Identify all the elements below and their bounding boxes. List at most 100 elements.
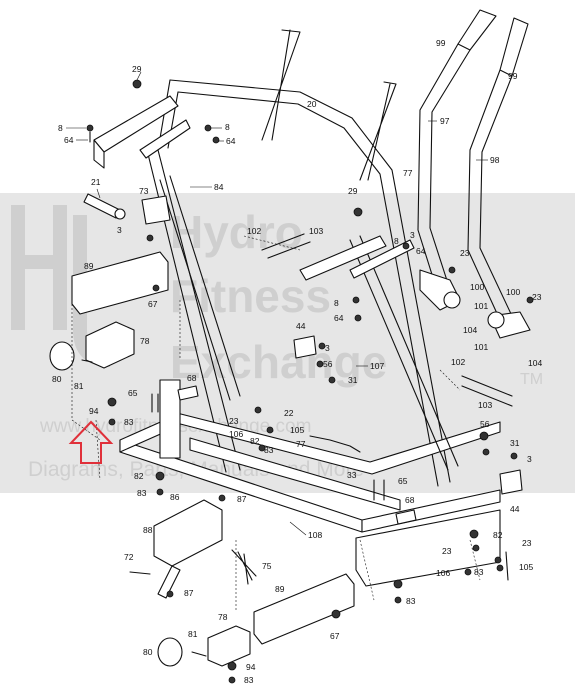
label-44-top: 44 — [296, 321, 306, 331]
label-56: 56 — [323, 359, 333, 369]
label-103-top: 103 — [309, 226, 323, 236]
rods-102-103-low — [461, 375, 513, 407]
label-64-left: 64 — [64, 135, 74, 145]
label-107: 107 — [370, 361, 384, 371]
base-frame — [119, 379, 501, 587]
label-87-top: 87 — [237, 494, 247, 504]
highlight-arrow — [68, 420, 114, 464]
label-64-low: 64 — [334, 313, 344, 323]
label-86: 86 — [170, 492, 180, 502]
label-3-left: 3 — [117, 225, 122, 235]
label-81-top: 81 — [74, 381, 84, 391]
handlebar-arms — [417, 9, 529, 321]
plate-68-left — [177, 385, 199, 401]
label-22: 22 — [284, 408, 294, 418]
label-81-low: 81 — [188, 629, 198, 639]
label-83-low: 83 — [244, 675, 254, 685]
label-82-right: 82 — [493, 530, 503, 540]
part-labels: 29 20 8 64 8 64 21 73 3 84 89 67 78 80 8… — [52, 38, 542, 685]
label-67-low: 67 — [330, 631, 340, 641]
label-29-top: 29 — [132, 64, 142, 74]
bracket-44-low — [499, 469, 523, 495]
upright-frame — [147, 29, 451, 487]
label-83-far: 83 — [406, 596, 416, 606]
label-23-top: 23 — [460, 248, 470, 258]
wheel-80-top — [49, 341, 75, 371]
label-78-top: 78 — [140, 336, 150, 346]
label-83-left: 83 — [137, 488, 147, 498]
label-101-b: 101 — [474, 342, 488, 352]
label-77-low: 77 — [296, 439, 306, 449]
label-103-low: 103 — [478, 400, 492, 410]
label-84: 84 — [214, 182, 224, 192]
label-64-right: 64 — [416, 246, 426, 256]
roller-21 — [83, 193, 126, 220]
label-23-far: 23 — [522, 538, 532, 548]
bracket-44-top — [293, 335, 317, 359]
label-73: 73 — [139, 186, 149, 196]
rail-89-low — [253, 573, 355, 645]
watermark-tm: TM — [520, 371, 543, 388]
watermark-line-3: Exchange — [170, 336, 387, 388]
label-56-right: 56 — [480, 419, 490, 429]
label-97: 97 — [440, 116, 450, 126]
label-64-mid: 64 — [226, 136, 236, 146]
label-83-top: 83 — [124, 417, 134, 427]
label-29-mid: 29 — [348, 186, 358, 196]
label-89-top: 89 — [84, 261, 94, 271]
label-3-right: 3 — [527, 454, 532, 464]
label-3-mid: 3 — [410, 230, 415, 240]
label-72: 72 — [124, 552, 134, 562]
tube-107 — [349, 235, 459, 471]
pad-78-low — [207, 625, 251, 667]
pad-78-top — [85, 321, 135, 369]
label-20: 20 — [307, 99, 317, 109]
alignment-lines — [71, 235, 481, 610]
label-3-44: 3 — [325, 343, 330, 353]
label-44-low: 44 — [510, 504, 520, 514]
label-23-right: 23 — [532, 292, 542, 302]
label-67-top: 67 — [148, 299, 158, 309]
label-65-left: 65 — [128, 388, 138, 398]
block-73 — [141, 195, 171, 225]
label-89-low: 89 — [275, 584, 285, 594]
rods-102-103-top — [261, 233, 311, 259]
leader-lines — [66, 71, 488, 536]
label-102-low: 102 — [451, 357, 465, 367]
wheel-80-low — [157, 637, 183, 667]
label-102-top: 102 — [247, 226, 261, 236]
motor-88 — [153, 499, 223, 599]
label-65-right: 65 — [398, 476, 408, 486]
label-23-low: 23 — [442, 546, 452, 556]
tube-84 — [159, 175, 241, 401]
wire-77-low — [309, 435, 361, 453]
label-99-right: 99 — [508, 71, 518, 81]
label-105-low: 105 — [519, 562, 533, 572]
label-108: 108 — [308, 530, 322, 540]
label-68-left: 68 — [187, 373, 197, 383]
label-8-right: 8 — [394, 236, 399, 246]
label-31-mid: 31 — [348, 375, 358, 385]
label-78-low: 78 — [218, 612, 228, 622]
label-23-mid: 23 — [229, 416, 239, 426]
label-105-mid: 105 — [290, 425, 304, 435]
label-8-left: 8 — [58, 123, 63, 133]
hardware — [81, 79, 534, 684]
label-104-a: 104 — [463, 325, 477, 335]
label-100-a: 100 — [470, 282, 484, 292]
label-87-low: 87 — [184, 588, 194, 598]
label-21: 21 — [91, 177, 101, 187]
label-94-low: 94 — [246, 662, 256, 672]
pedal-brackets — [299, 235, 531, 339]
label-33: 33 — [347, 470, 357, 480]
label-68-right: 68 — [405, 495, 415, 505]
label-8-low: 8 — [334, 298, 339, 308]
label-80-top: 80 — [52, 374, 62, 384]
plate-68-right — [395, 509, 417, 525]
label-104-b: 104 — [528, 358, 542, 368]
label-77: 77 — [403, 168, 413, 178]
label-31-right: 31 — [510, 438, 520, 448]
label-106-mid: 106 — [229, 429, 243, 439]
label-88: 88 — [143, 525, 153, 535]
